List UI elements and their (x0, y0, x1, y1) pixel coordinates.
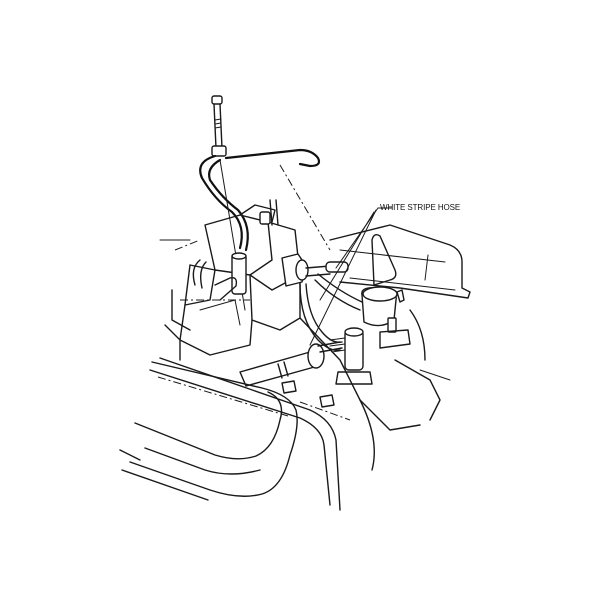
right-valve-cover (329, 224, 471, 299)
wire-connector (239, 341, 343, 387)
valve-cover-bolts (281, 380, 335, 408)
callout-leader (309, 207, 393, 346)
distributor (329, 317, 411, 385)
carburetor (179, 199, 301, 356)
hose-bracket (371, 233, 397, 286)
left-valve-cover (119, 357, 341, 511)
dipstick-bolt (211, 95, 227, 157)
intake-manifold (299, 309, 451, 471)
white-stripe-hose-callout: WHITE STRIPE HOSE (380, 203, 461, 212)
vacuum-canister (361, 286, 405, 327)
metal-vacuum-tube (224, 148, 321, 168)
engine-block-left (159, 239, 250, 361)
